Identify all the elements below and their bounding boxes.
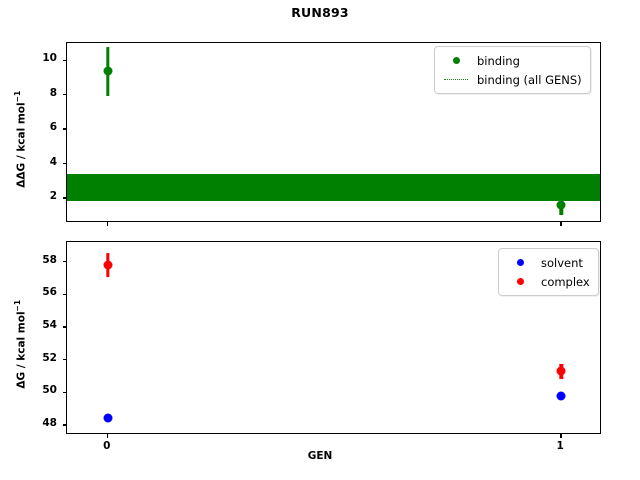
binding-all-gens-band — [67, 173, 600, 201]
y-tick-mark — [62, 359, 67, 361]
legend-item-complex[interactable]: complex — [505, 272, 590, 291]
top-panel-legend[interactable]: binding binding (all GENS) — [434, 46, 591, 94]
y-tick-label: 4 — [49, 155, 57, 168]
x-tick-label: 1 — [556, 440, 564, 452]
data-point-solvent — [103, 413, 113, 423]
bottom-panel-plot-area — [67, 242, 600, 433]
top-panel-plot-area — [67, 43, 600, 221]
bottom-y-label-exponent: −1 — [12, 299, 22, 312]
y-tick-mark — [62, 128, 67, 130]
y-tick-label: 2 — [49, 190, 57, 203]
x-tick-mark — [107, 433, 109, 438]
data-point-binding — [103, 66, 113, 76]
y-tick-mark — [62, 391, 67, 394]
bottom-panel-legend[interactable]: solvent complex — [498, 248, 599, 296]
top-y-label-text: ΔΔG / kcal mol — [15, 102, 28, 188]
legend-label-solvent: solvent — [541, 255, 583, 270]
y-tick-mark — [62, 326, 67, 328]
y-tick-label: 58 — [42, 253, 57, 266]
data-point-solvent — [556, 391, 566, 401]
y-tick-mark — [62, 162, 67, 165]
binding-all-gens-line-icon — [441, 79, 471, 80]
x-tick-mark — [560, 433, 562, 438]
data-point-binding — [556, 200, 566, 210]
y-tick-mark — [62, 293, 67, 296]
y-tick-mark — [62, 260, 67, 263]
y-tick-mark — [62, 197, 67, 199]
complex-marker-icon — [505, 278, 535, 285]
y-tick-mark — [62, 59, 67, 61]
solvent-marker-icon — [505, 259, 535, 266]
y-tick-label: 6 — [49, 121, 57, 134]
figure-title: RUN893 — [291, 5, 349, 20]
y-tick-label: 54 — [42, 319, 57, 332]
legend-label-binding: binding — [477, 53, 520, 68]
legend-label-complex: complex — [541, 274, 590, 289]
y-tick-label: 52 — [42, 351, 57, 364]
y-tick-label: 10 — [42, 52, 57, 65]
binding-marker-icon — [441, 57, 471, 64]
legend-item-binding[interactable]: binding — [441, 51, 582, 70]
y-tick-label: 56 — [42, 286, 57, 299]
x-tick-mark — [107, 221, 109, 226]
y-tick-mark — [62, 93, 67, 96]
legend-item-binding-all-gens[interactable]: binding (all GENS) — [441, 70, 582, 89]
y-tick-label: 48 — [42, 417, 57, 430]
legend-item-solvent[interactable]: solvent — [505, 253, 590, 272]
x-axis-label: GEN — [307, 450, 333, 462]
x-tick-mark — [560, 221, 562, 226]
y-tick-mark — [62, 424, 67, 426]
data-point-complex — [556, 366, 566, 376]
x-tick-label: 0 — [103, 440, 111, 452]
y-tick-label: 50 — [42, 384, 57, 397]
y-tick-label: 8 — [49, 86, 57, 99]
legend-label-binding-all-gens: binding (all GENS) — [477, 72, 582, 87]
data-point-complex — [103, 260, 113, 270]
